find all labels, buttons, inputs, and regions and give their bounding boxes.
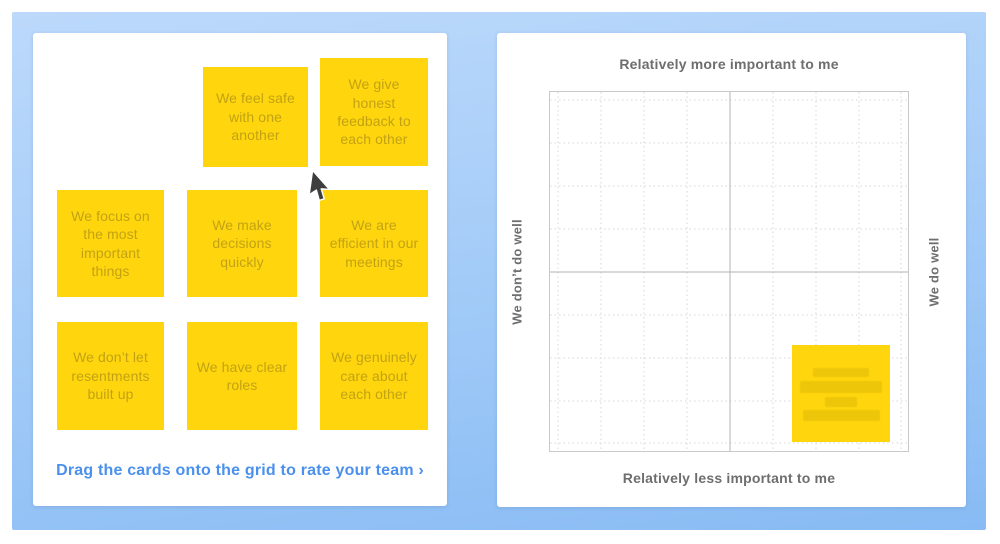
cursor-icon (306, 169, 335, 210)
axis-label-top: Relatively more important to me (619, 56, 839, 72)
redacted-text-line (802, 410, 880, 421)
sticky-card-resentments[interactable]: We don’t let resentments built up (57, 322, 164, 430)
sticky-card-clear-roles[interactable]: We have clear roles (187, 322, 297, 430)
sticky-card-we-feel-safe[interactable]: We feel safe with one another (203, 67, 308, 167)
sticky-card-efficient-meetings[interactable]: We are efficient in our meetings (320, 190, 428, 297)
card-text: We have clear roles (196, 358, 288, 393)
grid-panel: Relatively more important to me Relative… (497, 33, 966, 507)
sticky-card-honest-feedback[interactable]: We give honest feedback to each other (320, 58, 428, 166)
cards-panel: We feel safe with one another We give ho… (33, 33, 447, 506)
sticky-card-decisions-quickly[interactable]: We make decisions quickly (187, 190, 297, 297)
quadrant-grid-dropzone[interactable] (549, 91, 909, 452)
card-text: We don’t let resentments built up (71, 349, 150, 403)
card-text: We are efficient in our meetings (329, 216, 419, 270)
card-text: We make decisions quickly (212, 216, 272, 270)
sticky-card-focus-important[interactable]: We focus on the most important things (57, 190, 164, 297)
axis-label-bottom: Relatively less important to me (622, 470, 836, 486)
background-frame: We feel safe with one another We give ho… (12, 12, 986, 530)
card-text: We genuinely care about each other (331, 349, 417, 403)
card-text: We give honest feedback to each other (337, 76, 411, 148)
drag-instruction-link[interactable]: Drag the cards onto the grid to rate you… (56, 462, 424, 479)
redacted-text-line (800, 381, 882, 393)
card-text: We focus on the most important things (71, 207, 150, 279)
redacted-text-line (825, 397, 857, 407)
axis-label-right: We do well (926, 237, 942, 307)
sticky-card-genuinely-care[interactable]: We genuinely care about each other (320, 322, 428, 430)
quadrant-grid-lines (549, 91, 909, 452)
axis-label-left: We don’t do well (509, 219, 525, 325)
card-text: We feel safe with one another (216, 90, 295, 144)
redacted-text-line (813, 368, 869, 377)
placed-sticky-card[interactable] (792, 345, 890, 442)
